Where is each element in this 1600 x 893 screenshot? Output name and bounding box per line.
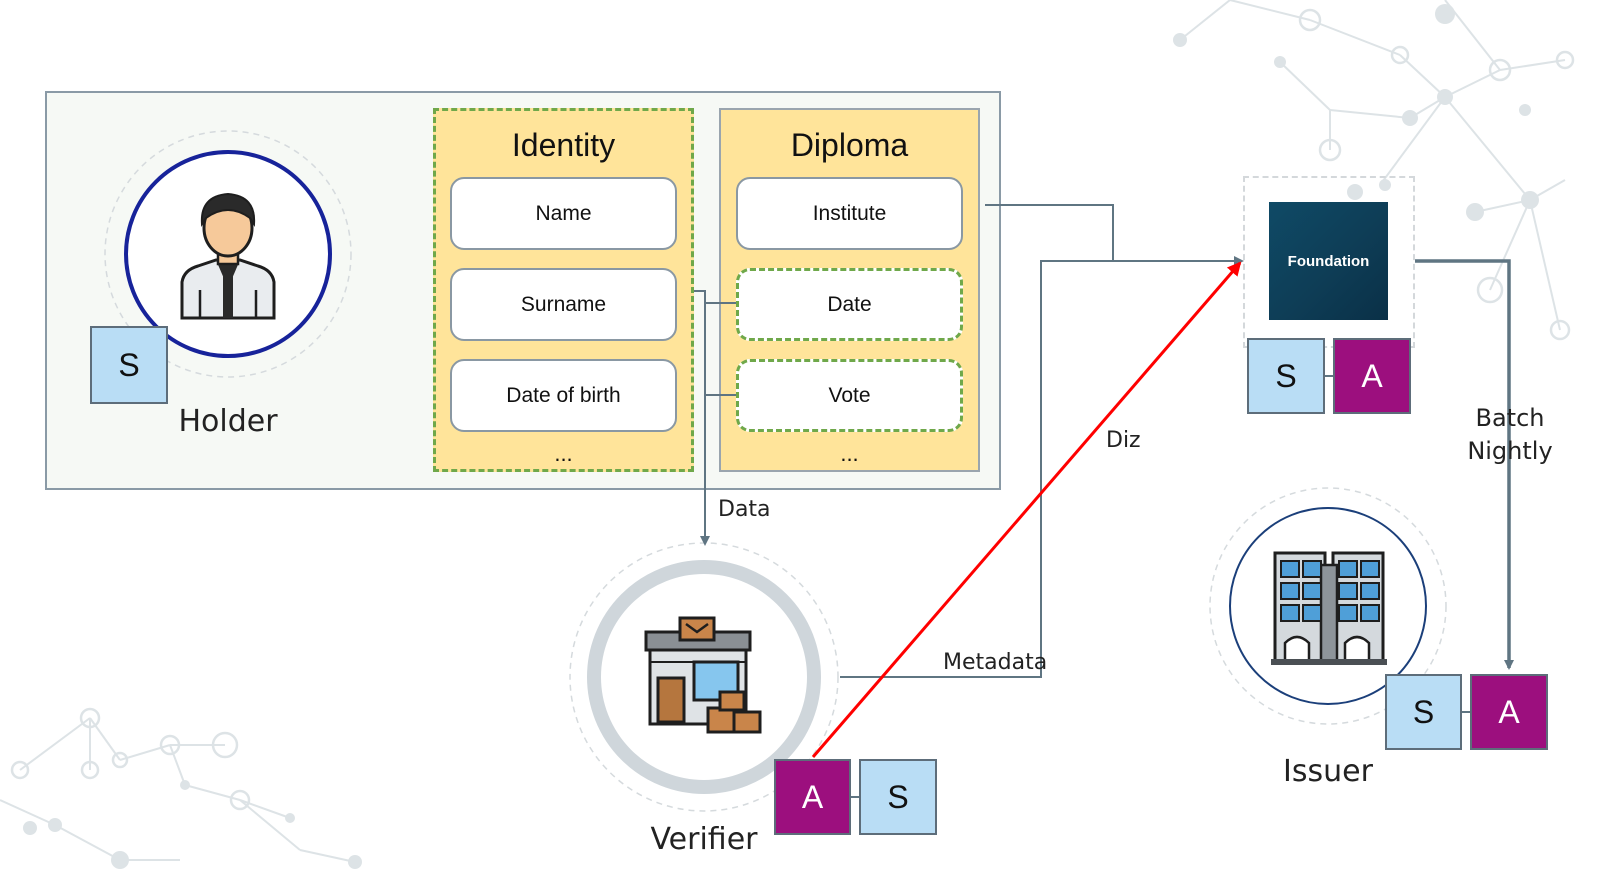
identity-more-fields: ...: [554, 441, 573, 466]
holder-dashed-ring: [104, 130, 352, 378]
diploma-credential-card: Diploma Institute Date Vote ...: [719, 108, 980, 472]
diploma-field-vote[interactable]: Vote: [736, 359, 963, 432]
holder-label: Holder: [178, 404, 278, 439]
data-edge-label: Data: [718, 497, 771, 522]
issuer-key-a[interactable]: A: [1470, 674, 1548, 750]
diploma-field-date[interactable]: Date: [736, 268, 963, 341]
diploma-title: Diploma: [790, 127, 909, 163]
foundation-frame: [1243, 176, 1415, 348]
identity-credential-card: Identity Name Surname Date of birth ...: [433, 108, 694, 472]
foundation-key-a[interactable]: A: [1333, 338, 1411, 414]
metadata-edge-label: Metadata: [943, 650, 1048, 675]
person-avatar-icon: [180, 192, 276, 320]
verifier-key-a[interactable]: A: [774, 759, 851, 835]
foundation-logo[interactable]: Foundation: [1269, 202, 1388, 320]
issuer-key-s[interactable]: S: [1385, 674, 1462, 750]
identity-field-name[interactable]: Name: [450, 177, 677, 250]
diz-edge-label: Diz: [1106, 428, 1141, 453]
diz-arrow: [811, 261, 1242, 758]
identity-field-date-of-birth[interactable]: Date of birth: [450, 359, 677, 432]
diploma-field-institute[interactable]: Institute: [736, 177, 963, 250]
verifier-key-s[interactable]: S: [859, 759, 937, 835]
issuer-label: Issuer: [1283, 754, 1373, 789]
batch-edge-label-line1: Batch: [1475, 404, 1545, 432]
diploma-more-fields: ...: [840, 441, 859, 466]
identity-field-surname[interactable]: Surname: [450, 268, 677, 341]
issuer-dashed-ring: [1209, 487, 1447, 725]
verifier-label: Verifier: [650, 822, 758, 857]
store-icon: [644, 616, 762, 734]
office-building-icon: [1271, 551, 1387, 665]
batch-edge-label-line2: Nightly: [1467, 437, 1553, 465]
identity-title: Identity: [511, 127, 616, 163]
holder-key-s[interactable]: S: [90, 326, 168, 404]
foundation-key-s[interactable]: S: [1247, 338, 1325, 414]
